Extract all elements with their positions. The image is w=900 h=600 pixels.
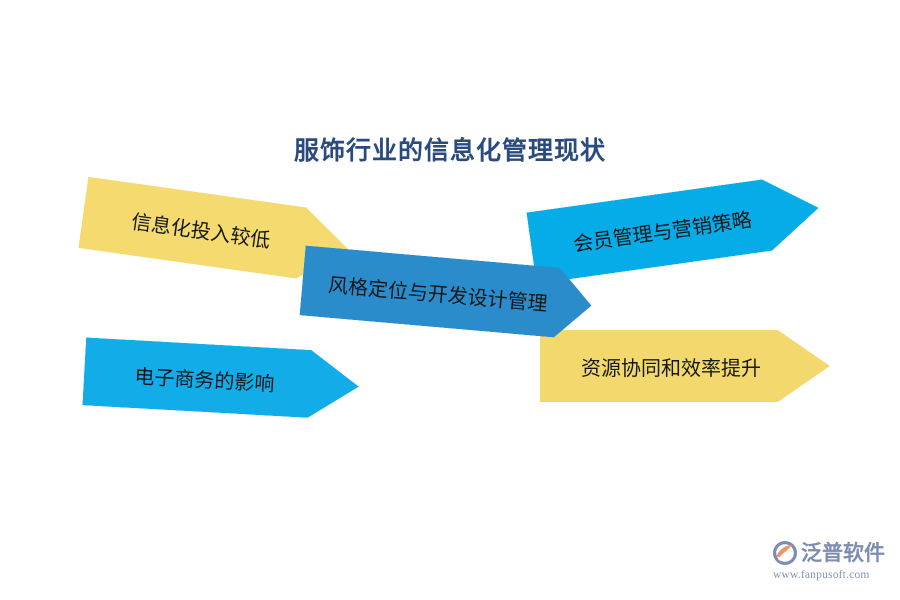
logo-brand-text: 泛普软件 (801, 541, 885, 565)
fanpu-swoosh-icon (772, 540, 798, 566)
logo-row: 泛普软件 (772, 538, 892, 568)
logo-url-text: www.fanpusoft.com (773, 569, 870, 581)
arrow-banner-ecommerce-impact: 电子商务的影响 (82, 337, 360, 420)
arrow-label: 会员管理与营销策略 (571, 208, 754, 256)
arrow-banner-member-marketing: 会员管理与营销策略 (526, 172, 823, 284)
watermark-logo: 泛普软件 www.fanpusoft.com (772, 538, 892, 588)
arrow-banner-resource-efficiency: 资源协同和效率提升 (540, 330, 830, 402)
arrow-label: 资源协同和效率提升 (581, 357, 761, 380)
arrow-label: 风格定位与开发设计管理 (327, 274, 549, 316)
arrow-label: 电子商务的影响 (133, 365, 275, 396)
page-title: 服饰行业的信息化管理现状 (293, 138, 606, 165)
